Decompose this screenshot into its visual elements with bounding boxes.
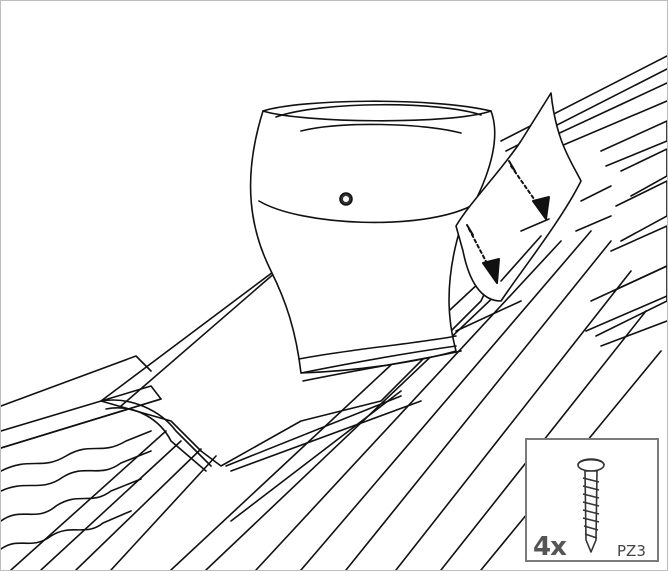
screw-icon <box>577 458 605 553</box>
screw-callout-box: 4x PZ3 <box>525 438 659 562</box>
direction-arrows <box>466 160 550 284</box>
roof-tiles-left <box>1 355 217 570</box>
roof-tiles-right <box>500 55 667 347</box>
quantity-label: 4x <box>533 532 567 562</box>
vent-pipe <box>249 100 496 382</box>
pipe-screw-icon <box>339 192 353 206</box>
flashing-flap <box>455 92 582 302</box>
drive-type-label: PZ3 <box>617 542 646 560</box>
